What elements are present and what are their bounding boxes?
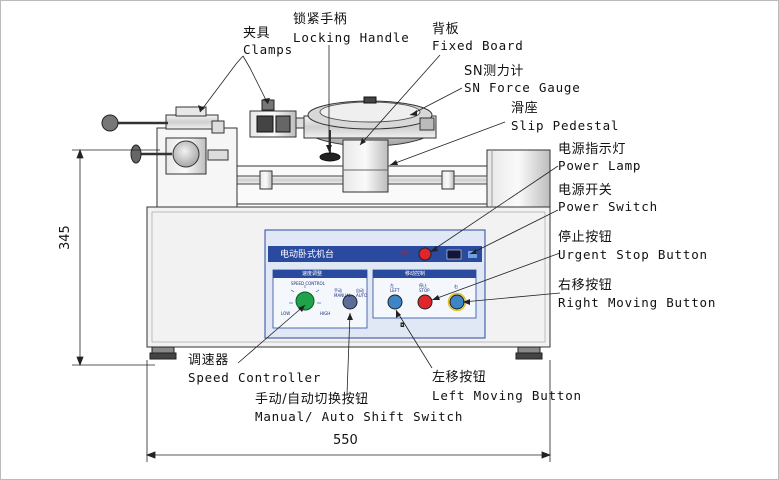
dimension-height: 345 bbox=[58, 225, 73, 250]
label-speed-controller-cn: 调速器 bbox=[188, 353, 229, 368]
label-slip-pedestal-en: Slip Pedestal bbox=[511, 118, 620, 133]
right-move-button[interactable] bbox=[449, 294, 465, 310]
label-force-gauge-en: SN Force Gauge bbox=[464, 80, 581, 95]
label-force-gauge-cn: SN测力计 bbox=[464, 64, 524, 79]
high-label: HIGH bbox=[320, 311, 331, 316]
label-left-moving-en: Left Moving Button bbox=[432, 388, 582, 403]
manual-auto-switch[interactable] bbox=[342, 294, 358, 310]
label-speed-controller-en: Speed Controller bbox=[188, 370, 322, 385]
stop-button-label: 停止 STOP bbox=[419, 283, 430, 293]
dimension-width: 550 bbox=[333, 433, 358, 448]
label-clamps-en: Clamps bbox=[243, 42, 293, 57]
dimension-lines bbox=[72, 148, 552, 462]
leader-arrowheads bbox=[198, 98, 477, 320]
right-button-label: 右 bbox=[454, 284, 458, 289]
stop-button[interactable] bbox=[417, 294, 433, 310]
slip-pedestal bbox=[342, 139, 389, 193]
low-label: LOW bbox=[281, 311, 291, 316]
label-right-moving-en: Right Moving Button bbox=[558, 295, 717, 310]
label-locking-handle-en: Locking Handle bbox=[293, 30, 410, 45]
left-button-label: 左 LEFT bbox=[390, 283, 400, 293]
force-gauge bbox=[303, 96, 437, 147]
power-lamp-icon bbox=[418, 247, 432, 261]
label-fixed-board-cn: 背板 bbox=[432, 22, 460, 37]
label-urgent-stop-cn: 停止按钮 bbox=[558, 230, 613, 245]
label-manual-auto-cn: 手动/自动切换按钮 bbox=[255, 392, 369, 407]
speed-scale-ticks bbox=[289, 285, 321, 304]
label-left-moving-cn: 左移按钮 bbox=[432, 370, 487, 385]
label-power-switch-en: Power Switch bbox=[558, 199, 658, 214]
panel-section-move: 移动控制 bbox=[405, 271, 426, 277]
label-power-lamp-en: Power Lamp bbox=[558, 158, 642, 173]
label-slip-pedestal-cn: 滑座 bbox=[511, 101, 539, 116]
speed-knob[interactable] bbox=[295, 291, 315, 311]
power-label: 电源 bbox=[400, 250, 408, 255]
label-right-moving-cn: 右移按钮 bbox=[558, 278, 613, 293]
label-power-switch-cn: 电源开关 bbox=[558, 183, 613, 198]
label-manual-auto-en: Manual/ Auto Shift Switch bbox=[255, 409, 464, 424]
label-locking-handle-cn: 锁紧手柄 bbox=[293, 12, 348, 27]
label-clamps-cn: 夹具 bbox=[243, 26, 271, 41]
label-fixed-board-en: Fixed Board bbox=[432, 38, 524, 53]
auto-label: 自动 AUTO bbox=[356, 288, 368, 298]
label-urgent-stop-en: Urgent Stop Button bbox=[558, 247, 708, 262]
moving-clamp bbox=[249, 99, 311, 138]
key-mark: ◘ bbox=[400, 322, 405, 329]
locking-handle-part bbox=[319, 130, 341, 162]
manual-label: 手动 MANUAL bbox=[334, 288, 352, 298]
left-clamp bbox=[101, 106, 238, 208]
feet bbox=[149, 346, 543, 360]
panel-title: 电动卧式机台 bbox=[280, 250, 335, 260]
end-housing bbox=[486, 149, 551, 208]
speed-scale-label: SPEED CONTROL bbox=[291, 281, 325, 286]
panel-section-speed: 速度调整 bbox=[302, 271, 323, 277]
left-move-button[interactable] bbox=[387, 294, 403, 310]
label-power-lamp-cn: 电源指示灯 bbox=[558, 142, 627, 157]
leader-lines bbox=[199, 45, 561, 396]
